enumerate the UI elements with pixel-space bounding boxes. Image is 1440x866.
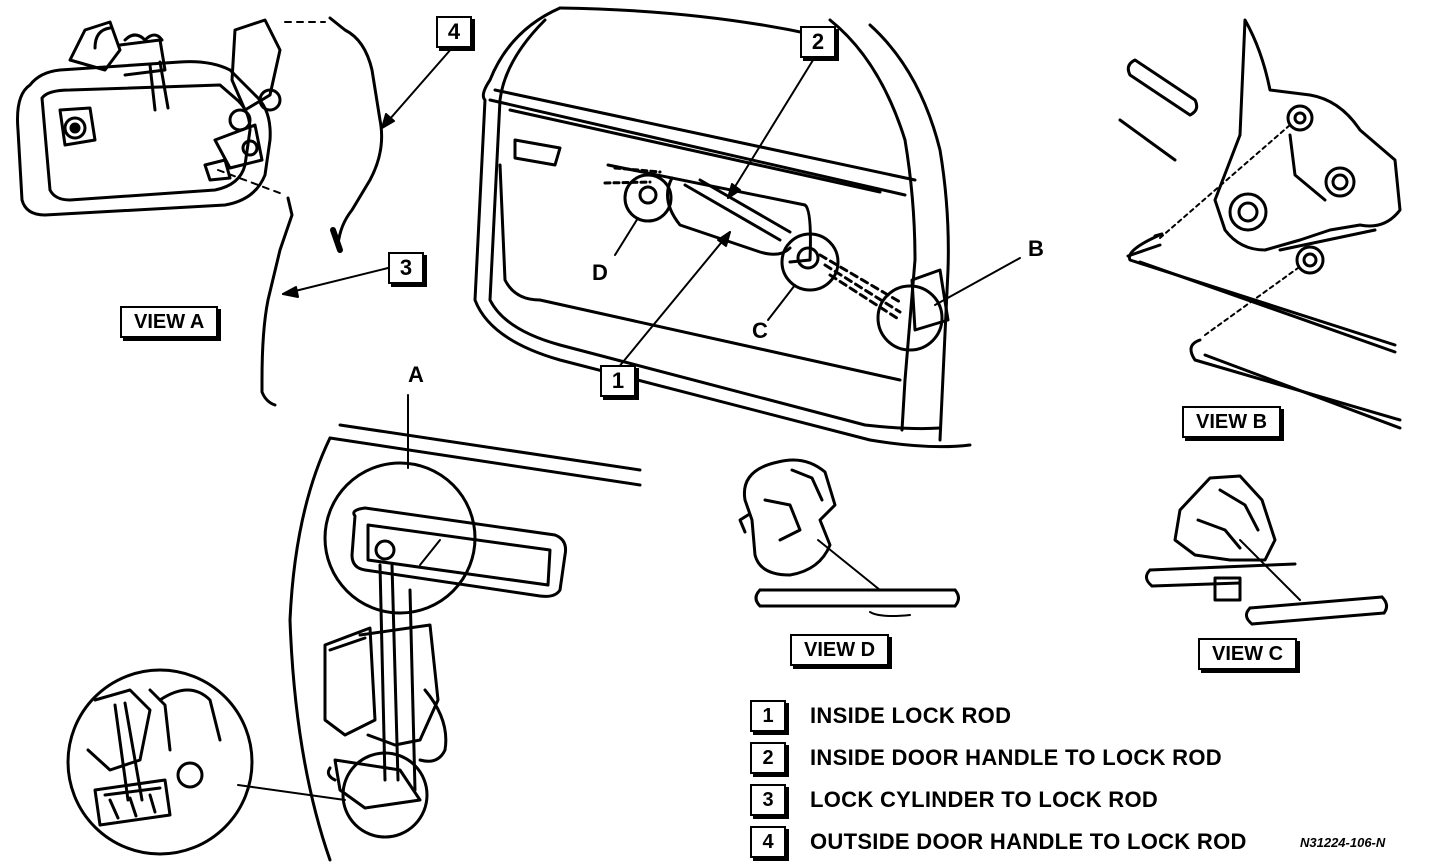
detail-circle-c [780,232,840,292]
letter-c: C [752,318,768,343]
legend: 1 INSIDE LOCK ROD 2 INSIDE DOOR HANDLE T… [750,695,1247,863]
legend-text: LOCK CYLINDER TO LOCK ROD [810,787,1159,812]
legend-number: 4 [750,826,786,858]
detail-circle-d [623,173,673,223]
figure-code: N31224-106-N [1300,835,1386,850]
legend-number: 1 [750,700,786,732]
detail-circle-latch [341,751,429,839]
letter-d: D [592,260,608,285]
legend-text: OUTSIDE DOOR HANDLE TO LOCK ROD [810,829,1247,854]
callout-4: 4 [436,16,472,48]
magnified-latch [66,668,254,856]
view-b-rod-upper [1127,232,1397,347]
view-a-handle-assembly [16,18,282,217]
legend-text: INSIDE LOCK ROD [810,703,1012,728]
rod-3-body [260,196,294,407]
callout-2: 2 [800,26,836,58]
detail-circle-b [876,284,944,352]
view-c-label: VIEW C [1198,638,1298,670]
legend-item: 2 INSIDE DOOR HANDLE TO LOCK ROD [750,737,1247,779]
letter-a: A [408,362,424,387]
callout-1: 1 [600,365,636,397]
view-b-latch [1118,18,1402,275]
legend-number: 3 [750,784,786,816]
view-b-rod-lower [1189,338,1402,422]
legend-item: 1 INSIDE LOCK ROD [750,695,1247,737]
door-panel [473,6,972,449]
rod-3-dash [217,169,286,196]
legend-text: INSIDE DOOR HANDLE TO LOCK ROD [810,745,1222,770]
view-d-label: VIEW D [790,634,890,666]
view-d-clip [738,458,960,617]
letter-b: B [1028,236,1044,261]
view-c-clip [1145,474,1389,626]
door-exterior [288,423,642,862]
view-a-label: VIEW A [120,306,219,338]
latch-assembly [323,563,448,810]
callout-3: 3 [388,252,424,284]
legend-item: 3 LOCK CYLINDER TO LOCK ROD [750,779,1247,821]
rod-4-body [328,16,384,247]
legend-item: 4 OUTSIDE DOOR HANDLE TO LOCK ROD [750,821,1247,863]
detail-circle-a [323,461,477,615]
view-b-label: VIEW B [1182,406,1282,438]
legend-number: 2 [750,742,786,774]
